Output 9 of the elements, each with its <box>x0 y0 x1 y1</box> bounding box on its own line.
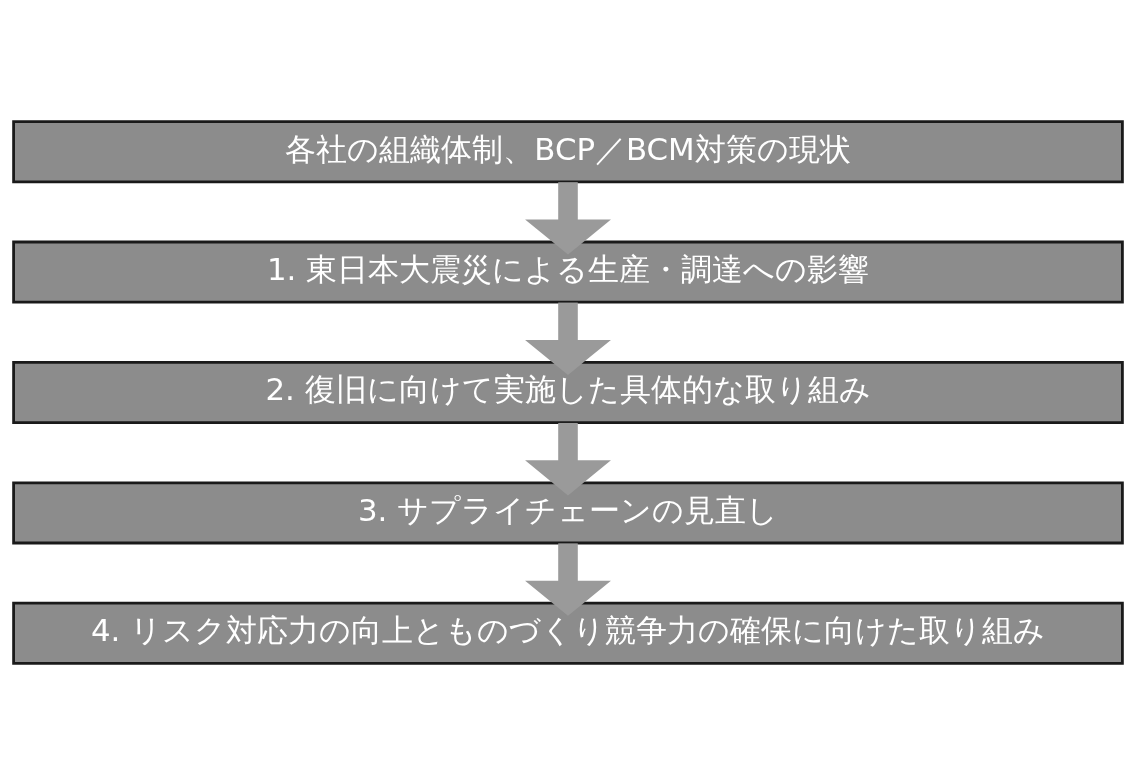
node-box: 4. リスク対応力の向上とものづくり競争力の確保に向けた取り組み <box>12 601 1124 665</box>
arrow <box>525 302 611 375</box>
node-box: 3. サプライチェーンの見直し <box>12 480 1124 544</box>
node-box: 1. 東日本大震災による生産・調達への影響 <box>12 240 1124 304</box>
arrow <box>525 422 611 495</box>
arrow <box>525 542 611 616</box>
arrow <box>525 181 611 255</box>
node-box: 2. 復旧に向けて実施した具体的な取り組み <box>12 360 1124 424</box>
node-box: 各社の組織体制、BCP／BCM対策の現状 <box>12 119 1124 183</box>
